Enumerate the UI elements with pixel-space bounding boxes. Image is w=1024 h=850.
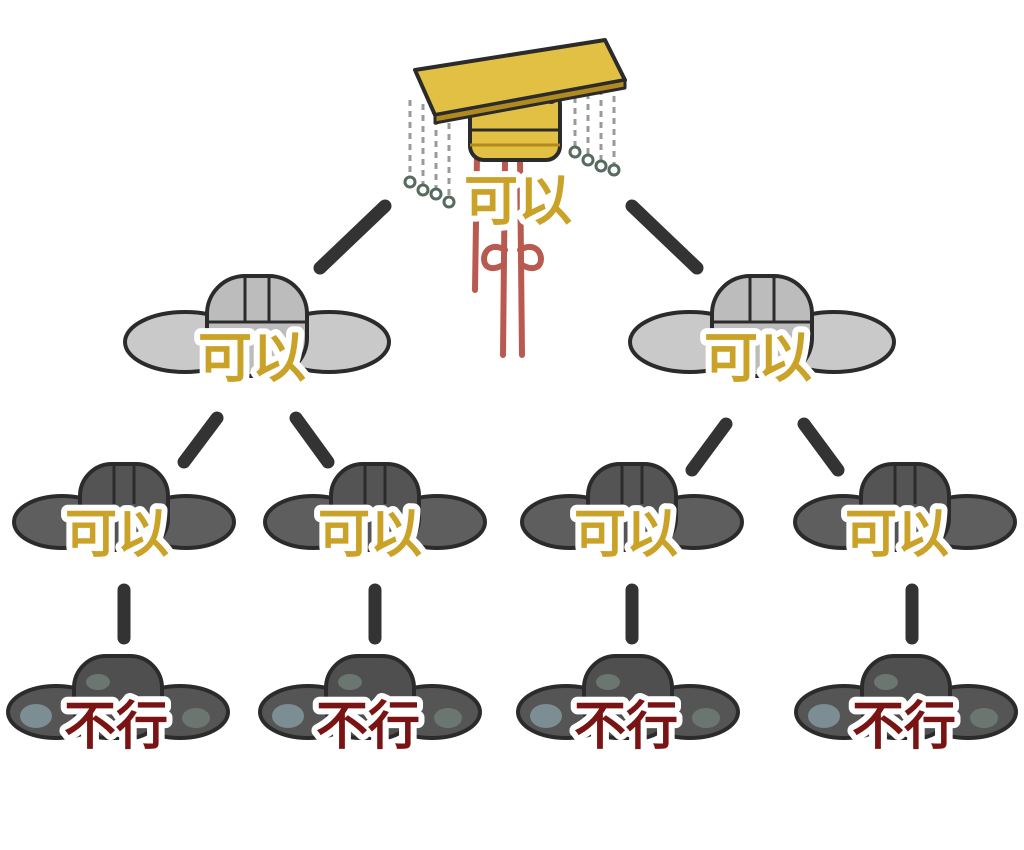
level3-label-2: 不行 bbox=[316, 697, 420, 757]
level2-label-1: 可以 bbox=[65, 505, 169, 565]
official-hat-dark-icon bbox=[514, 456, 750, 558]
connector-l1b-right bbox=[797, 417, 845, 477]
official-hat-dark-icon bbox=[6, 456, 242, 558]
level2-label-3: 可以 bbox=[574, 505, 678, 565]
level3-label-4: 不行 bbox=[852, 697, 956, 757]
level1-label-2: 可以 bbox=[704, 327, 812, 390]
level3-label-3: 不行 bbox=[574, 697, 678, 757]
connector-root-right bbox=[625, 199, 704, 275]
level1-label-1: 可以 bbox=[198, 327, 306, 390]
official-hat-worn-icon bbox=[788, 648, 1024, 746]
root-label: 可以 bbox=[464, 170, 572, 233]
official-hat-worn-icon bbox=[510, 648, 746, 746]
official-hat-dark-icon bbox=[787, 456, 1023, 558]
connector-root-left bbox=[313, 199, 392, 275]
official-hat-light-icon bbox=[117, 268, 397, 384]
connector-l1a-left bbox=[177, 411, 224, 469]
level2-label-4: 可以 bbox=[845, 505, 949, 565]
connector-l1b-left bbox=[685, 417, 733, 477]
level2-label-2: 可以 bbox=[318, 505, 422, 565]
connector-l1a-right bbox=[289, 411, 335, 469]
connectors bbox=[117, 199, 919, 645]
level3-label-1: 不行 bbox=[64, 697, 168, 757]
official-hat-light-icon bbox=[622, 268, 902, 384]
official-hat-worn-icon bbox=[0, 648, 236, 746]
official-hat-dark-icon bbox=[257, 456, 493, 558]
official-hat-worn-icon bbox=[252, 648, 488, 746]
crown-icon bbox=[395, 33, 632, 367]
